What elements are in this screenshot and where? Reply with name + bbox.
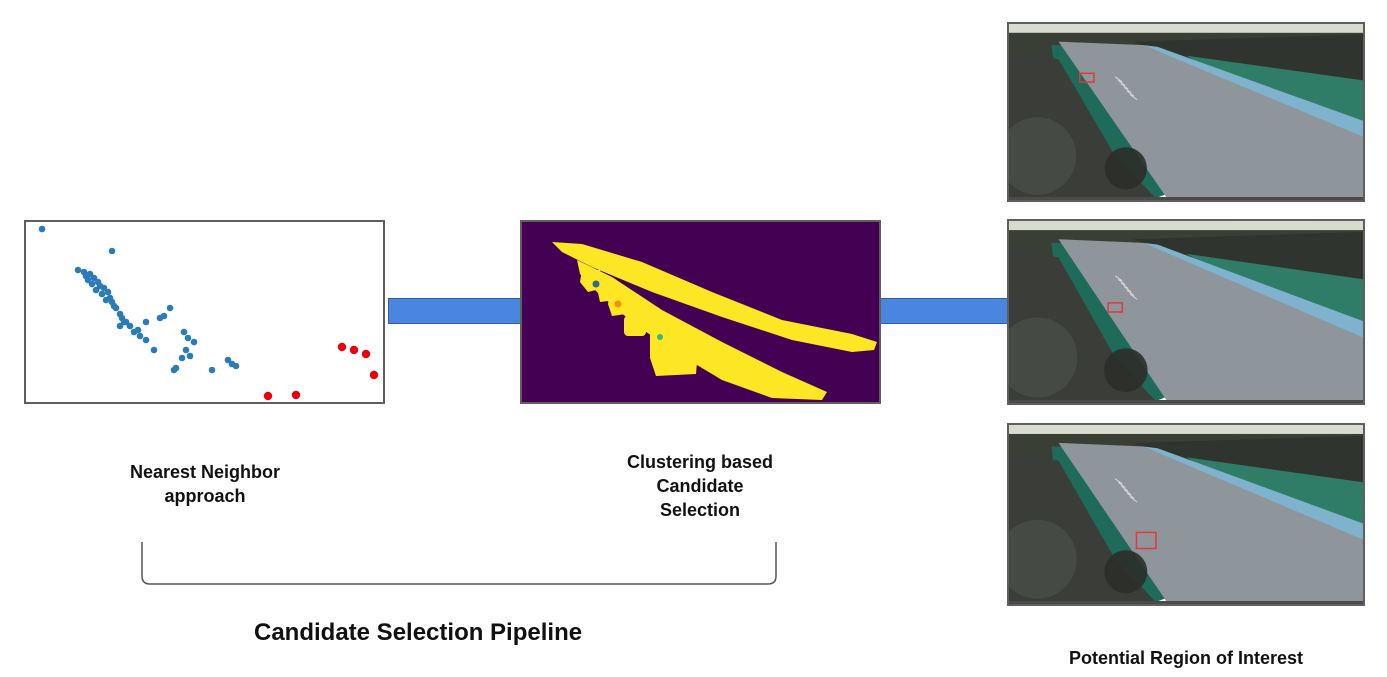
- scatter-point-outlier: [263, 391, 273, 401]
- centroid-orange: [614, 300, 622, 308]
- scatter-point-normal: [150, 346, 158, 354]
- clustering-mask-panel: [520, 220, 881, 404]
- scatter-point-normal: [142, 318, 150, 326]
- scatter-point-normal: [232, 362, 240, 370]
- scatter-point-normal: [74, 266, 82, 274]
- centroid-blue: [592, 280, 600, 288]
- scatter-point-outlier: [337, 342, 347, 352]
- roi-frame-2: [1007, 219, 1365, 405]
- mask-blob-5: [650, 332, 698, 376]
- scatter-point-normal: [134, 326, 142, 334]
- pipeline-title: Candidate Selection Pipeline: [254, 619, 583, 646]
- scatter-point-outlier: [349, 345, 359, 355]
- scatter-point-normal: [116, 322, 124, 330]
- scatter-point-normal: [92, 286, 100, 294]
- scatter-point-normal: [98, 290, 106, 298]
- scatter-point-normal: [208, 366, 216, 374]
- scatter-point-normal: [88, 280, 96, 288]
- mask-streak-upper: [552, 242, 877, 352]
- nearest-neighbor-scatter-panel: [24, 220, 385, 404]
- scatter-point-normal: [136, 332, 144, 340]
- roi-frame-3: [1007, 423, 1365, 606]
- scatter-point-normal: [178, 354, 186, 362]
- scatter-point-normal: [120, 318, 128, 326]
- scatter-point-normal: [102, 296, 110, 304]
- scatter-point-normal: [190, 338, 198, 346]
- roi-caption: Potential Region of Interest: [1068, 648, 1304, 668]
- mask-streak-lower: [577, 260, 827, 400]
- scatter-point-normal: [126, 322, 134, 330]
- scatter-point-normal: [100, 284, 108, 292]
- scatter-point-normal: [166, 304, 174, 312]
- scatter-point-normal: [160, 312, 168, 320]
- scatter-point-normal: [104, 288, 112, 296]
- scatter-point-normal: [184, 334, 192, 342]
- scatter-point-normal: [38, 225, 46, 233]
- connector-nn-to-clustering: [388, 298, 522, 324]
- nearest-neighbor-caption: Nearest Neighbor approach: [129, 462, 281, 506]
- roi-bounding-box: [1135, 531, 1157, 550]
- scatter-point-outlier: [369, 370, 379, 380]
- scatter-point-normal: [84, 276, 92, 284]
- scatter-plot: [38, 225, 379, 401]
- scatter-point-outlier: [291, 390, 301, 400]
- scatter-point-outlier: [361, 349, 371, 359]
- pipeline-bracket: [141, 542, 777, 585]
- scatter-point-normal: [108, 247, 116, 255]
- scatter-point-normal: [182, 346, 190, 354]
- scatter-point-normal: [186, 352, 194, 360]
- roi-frame-1: [1007, 22, 1365, 202]
- scatter-point-normal: [142, 336, 150, 344]
- scatter-point-normal: [112, 304, 120, 312]
- highway-frame-image: [1009, 425, 1363, 604]
- roi-bounding-box: [1107, 302, 1124, 313]
- connector-clustering-to-roi: [878, 298, 1012, 324]
- highway-frame-image: [1009, 24, 1363, 200]
- centroid-green: [657, 334, 663, 340]
- scatter-point-normal: [90, 274, 98, 282]
- clustering-caption: Clustering based Candidate Selection: [626, 452, 774, 520]
- scatter-point-normal: [170, 366, 178, 374]
- mask-blob-4: [624, 316, 646, 336]
- scatter-point-normal: [180, 328, 188, 336]
- scatter-point-normal: [224, 356, 232, 364]
- highway-frame-image: [1009, 221, 1363, 403]
- clustering-mask: [522, 222, 879, 402]
- roi-bounding-box: [1079, 72, 1095, 83]
